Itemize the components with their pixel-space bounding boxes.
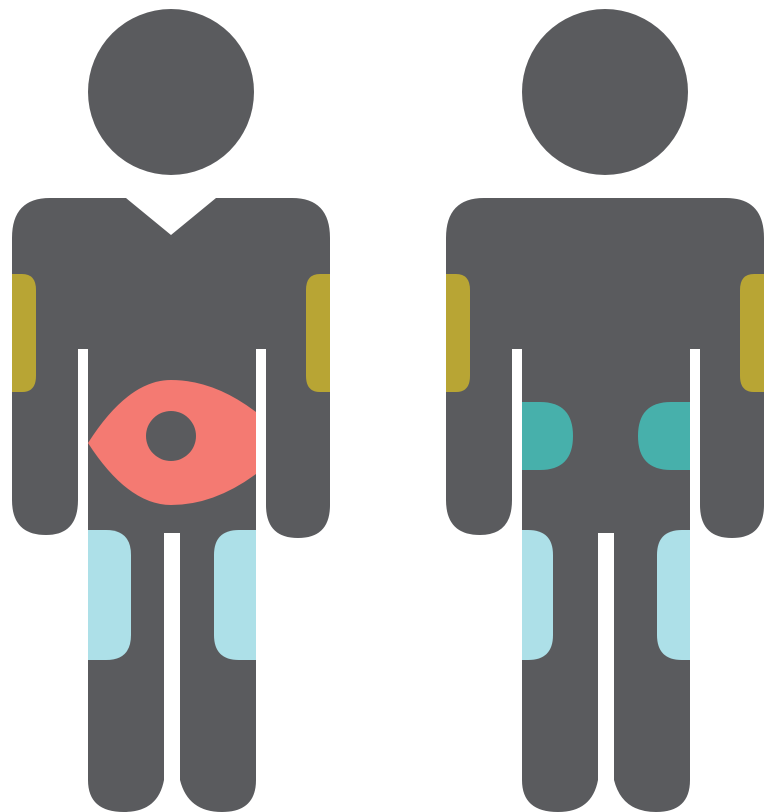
front-right-thigh-site: [214, 530, 256, 660]
front-left-arm-gap: [78, 349, 88, 539]
back-left-thigh-site: [522, 530, 553, 660]
back-left-arm-gap: [512, 349, 522, 539]
front-right-upper-arm-site: [306, 274, 330, 392]
back-figure: [446, 9, 764, 812]
front-left-thigh-site: [88, 530, 131, 660]
back-right-arm-gap: [690, 349, 700, 539]
back-right-thigh-site: [657, 530, 690, 660]
back-head: [522, 9, 688, 175]
front-right-arm-gap: [256, 349, 266, 539]
front-leg-gap: [164, 533, 180, 812]
front-left-upper-arm-site: [12, 274, 36, 392]
front-head: [88, 9, 254, 175]
front-navel: [146, 411, 196, 461]
back-left-buttock-site: [522, 402, 573, 470]
back-left-upper-arm-site: [446, 274, 470, 392]
back-right-upper-arm-site: [740, 274, 764, 392]
back-leg-gap: [598, 533, 614, 812]
back-right-buttock-site: [638, 402, 690, 470]
front-figure: [12, 9, 330, 812]
